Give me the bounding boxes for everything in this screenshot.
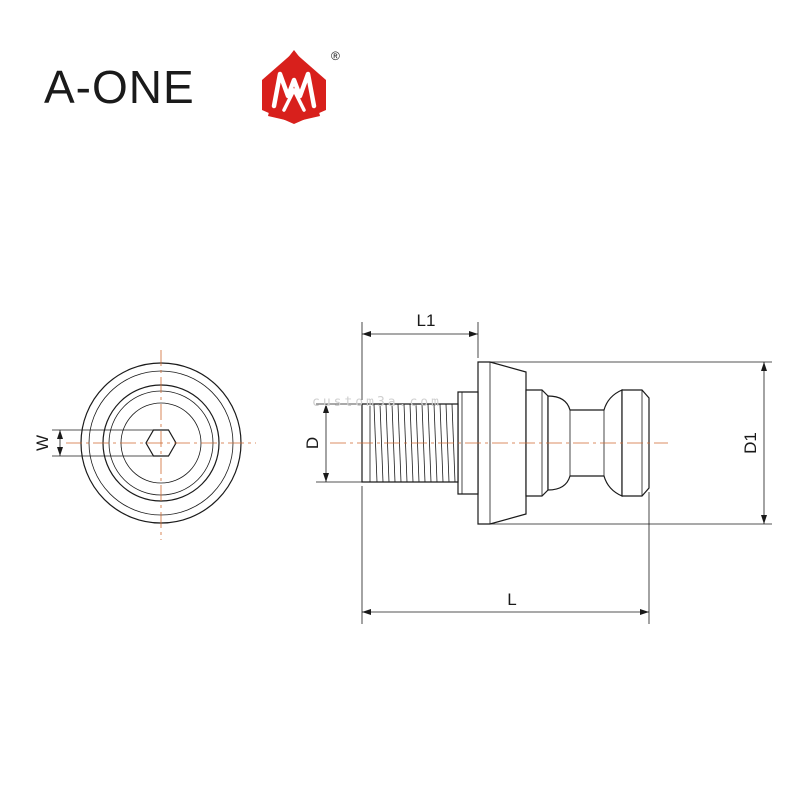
dim-label-w: W [33,435,52,451]
brand-mark-icon [262,50,326,124]
thread-line [373,403,378,483]
side-view: L1 D D1 L [303,311,772,624]
brand-name: A-ONE [44,61,195,113]
end-view: W [33,350,256,540]
thread-line [433,403,438,483]
thread-line [427,403,432,483]
hex-socket-icon [145,429,177,457]
dim-label-l1: L1 [417,311,436,330]
dim-label-d1: D1 [741,432,760,454]
dim-label-d: D [303,437,322,449]
watermark: custom3a.com [312,395,442,410]
registered-mark: ® [331,49,340,63]
dim-label-l: L [507,590,516,609]
thread-line [379,403,384,483]
brand-logo: A-ONE ® [44,49,340,124]
